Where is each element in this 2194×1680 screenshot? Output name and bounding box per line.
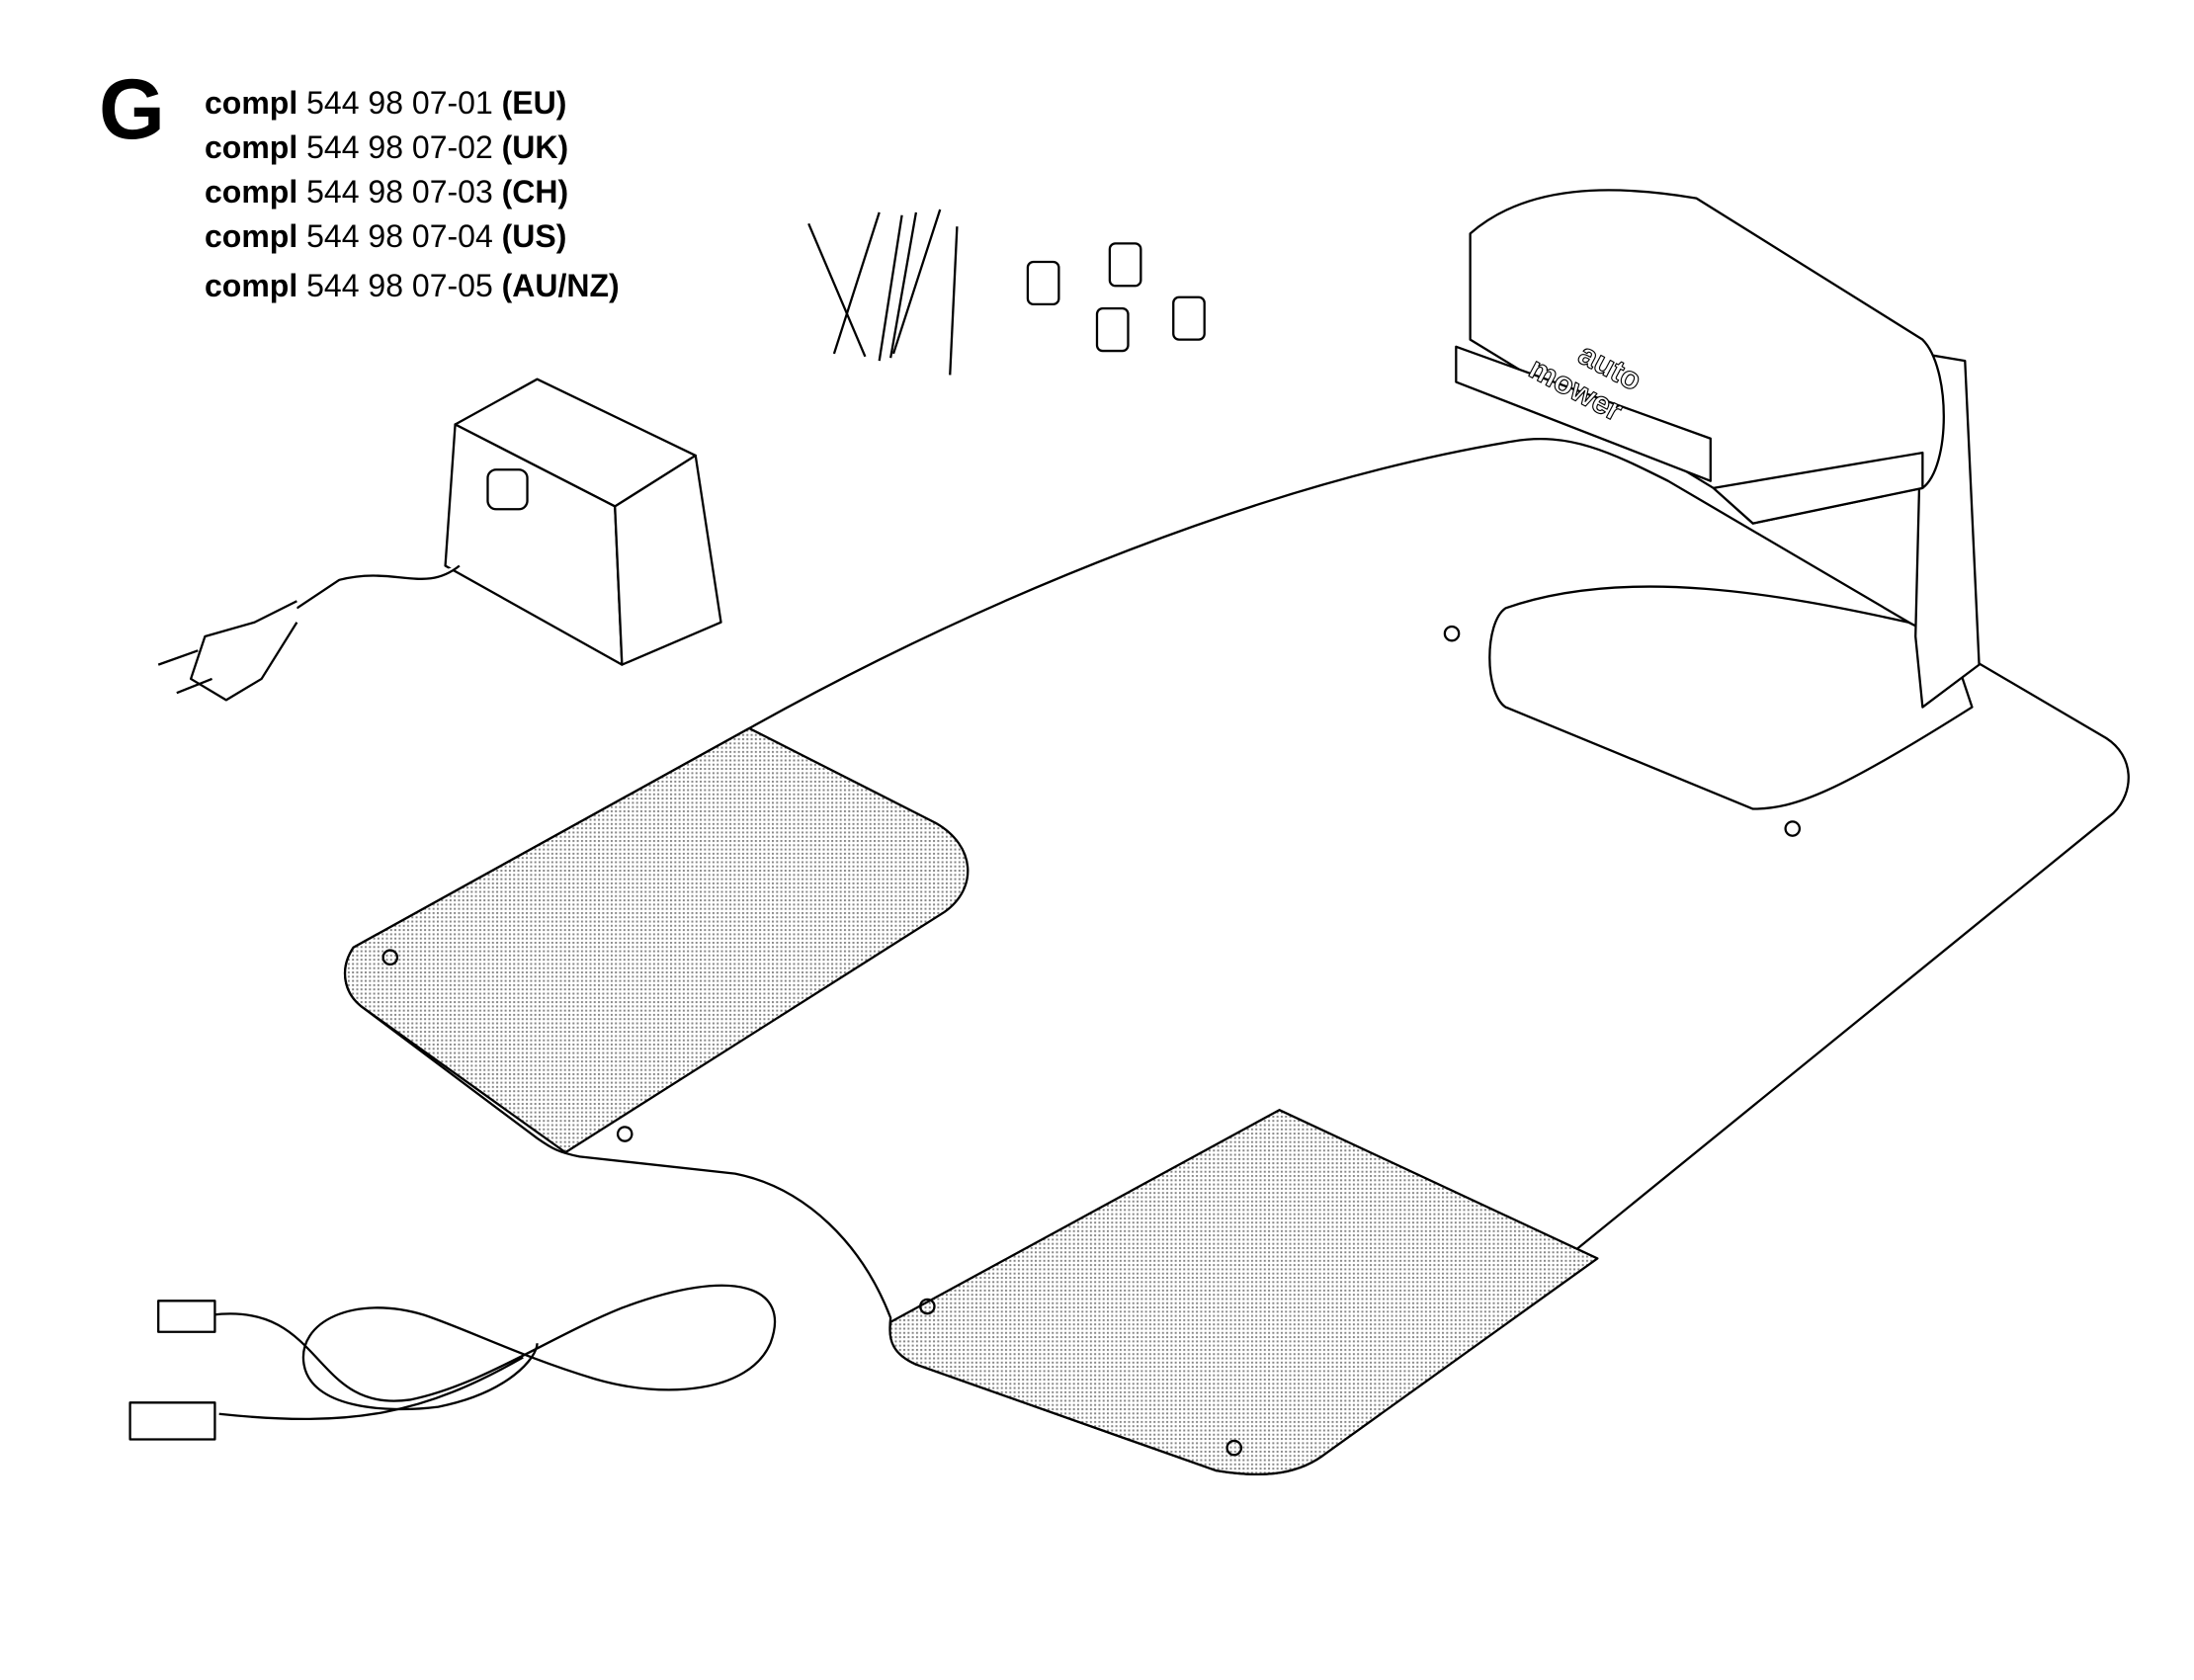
part-region: (CH) xyxy=(501,174,569,210)
right-pad xyxy=(888,1109,1599,1476)
part-row: compl 544 98 07-01 (EU) xyxy=(205,81,620,126)
part-number-list: compl 544 98 07-01 (EU) compl 544 98 07-… xyxy=(205,81,620,308)
part-row: compl 544 98 07-05 (AU/NZ) xyxy=(205,264,620,308)
part-region: (US) xyxy=(501,218,567,254)
part-region: (UK) xyxy=(501,129,569,165)
charging-plate xyxy=(344,438,2130,1476)
part-region: (EU) xyxy=(501,85,567,121)
part-number: 544 98 07-02 xyxy=(306,129,493,165)
part-number: 544 98 07-05 xyxy=(306,268,493,303)
part-number: 544 98 07-04 xyxy=(306,218,493,254)
power-transformer xyxy=(157,378,722,702)
part-prefix: compl xyxy=(205,268,298,303)
low-voltage-cable xyxy=(128,1284,777,1441)
part-row: compl 544 98 07-02 (UK) xyxy=(205,126,620,170)
part-number: 544 98 07-03 xyxy=(306,174,493,210)
part-region: (AU/NZ) xyxy=(501,268,620,303)
left-pad xyxy=(344,726,970,1154)
part-prefix: compl xyxy=(205,85,298,121)
pegs xyxy=(807,209,959,376)
part-prefix: compl xyxy=(205,218,298,254)
charging-station: auto mower xyxy=(1455,189,1981,810)
part-row: compl 544 98 07-03 (CH) xyxy=(205,170,620,214)
part-number: 544 98 07-01 xyxy=(306,85,493,121)
plate-screw-holes xyxy=(381,625,1802,1457)
section-letter: G xyxy=(99,62,165,157)
part-prefix: compl xyxy=(205,174,298,210)
wire-connectors xyxy=(1026,242,1206,353)
part-row: compl 544 98 07-04 (US) xyxy=(205,214,620,259)
part-prefix: compl xyxy=(205,129,298,165)
